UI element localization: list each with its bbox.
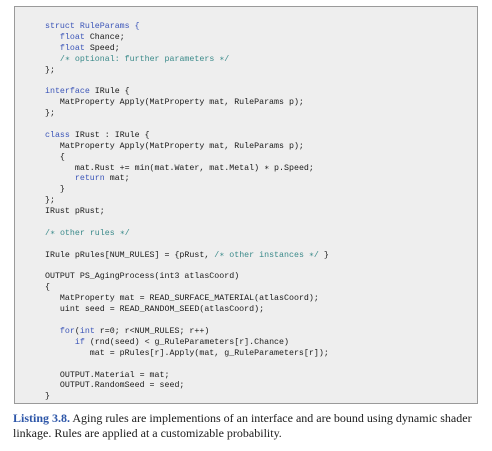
code-comment: /∗ other instances ∗/ xyxy=(214,250,319,260)
code-line: for(int r=0; r<NUM_RULES; r++) xyxy=(45,327,329,338)
code-text: MatProperty Apply(MatProperty mat, RuleP… xyxy=(45,141,304,151)
code-text: IRust pRust; xyxy=(45,207,105,217)
code-line: class IRust : IRule { xyxy=(45,131,329,142)
code-line: MatProperty mat = READ_SURFACE_MATERIAL(… xyxy=(45,294,329,305)
code-line: if (rnd(seed) < g_RuleParameters[r].Chan… xyxy=(45,338,329,349)
code-line: OUTPUT.Material = mat; xyxy=(45,371,329,382)
code-line: OUTPUT PS_AgingProcess(int3 atlasCoord) xyxy=(45,272,329,283)
code-keyword: float xyxy=(45,32,85,42)
code-text: Speed; xyxy=(84,43,120,53)
code-keyword: return xyxy=(45,174,105,184)
code-text: Chance; xyxy=(84,32,125,42)
code-listing-box: struct RuleParams { float Chance; float … xyxy=(14,6,478,404)
code-text: OUTPUT.Material = mat; xyxy=(45,370,170,380)
code-line: }; xyxy=(45,109,329,120)
code-keyword: struct RuleParams { xyxy=(45,22,140,31)
code-text: mat; xyxy=(104,174,130,184)
code-text: }; xyxy=(45,65,55,75)
code-text: { xyxy=(45,152,65,162)
code-line: struct RuleParams { xyxy=(45,22,329,33)
code-text: } xyxy=(45,185,65,195)
code-text: r=0; r<NUM_RULES; r++) xyxy=(94,326,210,336)
code-line: mat.Rust += min(mat.Water, mat.Metal) ∗ … xyxy=(45,164,329,175)
code-line: MatProperty Apply(MatProperty mat, RuleP… xyxy=(45,98,329,109)
code-listing: struct RuleParams { float Chance; float … xyxy=(45,22,329,403)
code-line: /∗ other rules ∗/ xyxy=(45,229,329,240)
code-comment: /∗ other rules ∗/ xyxy=(45,228,130,238)
code-line: float Chance; xyxy=(45,33,329,44)
code-text: } xyxy=(45,392,50,402)
code-text: uint seed = READ_RANDOM_SEED(atlasCoord)… xyxy=(45,305,265,315)
code-line xyxy=(45,120,329,131)
code-text: IRule { xyxy=(89,87,130,97)
code-line: } xyxy=(45,185,329,196)
code-line: IRule pRules[NUM_RULES] = {pRust, /∗ oth… xyxy=(45,251,329,262)
code-line: IRust pRust; xyxy=(45,207,329,218)
code-keyword: float xyxy=(45,43,85,53)
code-text: }; xyxy=(45,109,55,119)
code-line: OUTPUT.RandomSeed = seed; xyxy=(45,381,329,392)
code-line xyxy=(45,316,329,327)
code-text: { xyxy=(45,283,50,293)
code-text: MatProperty mat = READ_SURFACE_MATERIAL(… xyxy=(45,294,319,304)
code-line: /∗ optional: further parameters ∗/ xyxy=(45,55,329,66)
code-text: ( xyxy=(74,326,80,336)
code-line xyxy=(45,240,329,251)
code-keyword: class xyxy=(45,130,70,140)
code-text: OUTPUT PS_AgingProcess(int3 atlasCoord) xyxy=(45,272,240,282)
code-line: uint seed = READ_RANDOM_SEED(atlasCoord)… xyxy=(45,305,329,316)
code-keyword: interface xyxy=(45,87,90,97)
code-line xyxy=(45,360,329,371)
code-line: float Speed; xyxy=(45,44,329,55)
code-line xyxy=(45,76,329,87)
code-text: MatProperty Apply(MatProperty mat, RuleP… xyxy=(45,98,304,108)
listing-caption-text: Aging rules are implementions of an inte… xyxy=(13,411,472,440)
listing-label: Listing 3.8. xyxy=(13,411,71,425)
code-text: mat.Rust += min(mat.Water, mat.Metal) ∗ … xyxy=(45,163,314,173)
code-text: IRule pRules[NUM_RULES] = {pRust, xyxy=(45,250,215,260)
code-line: interface IRule { xyxy=(45,87,329,98)
code-keyword: if xyxy=(45,337,85,347)
code-line xyxy=(45,218,329,229)
code-line: }; xyxy=(45,66,329,77)
code-text: mat = pRules[r].Apply(mat, g_RuleParamet… xyxy=(45,348,329,358)
code-line: } xyxy=(45,392,329,403)
code-keyword: for xyxy=(45,326,75,336)
code-text: }; xyxy=(45,196,55,206)
code-keyword: int xyxy=(79,326,95,336)
listing-caption: Listing 3.8. Aging rules are implementio… xyxy=(13,411,485,441)
code-comment: /∗ optional: further parameters ∗/ xyxy=(45,54,230,64)
code-text: (rnd(seed) < g_RuleParameters[r].Chance) xyxy=(84,337,289,347)
code-text: OUTPUT.RandomSeed = seed; xyxy=(45,381,185,391)
code-line: { xyxy=(45,153,329,164)
code-line xyxy=(45,262,329,273)
code-text: IRust : IRule { xyxy=(69,130,150,140)
code-line: mat = pRules[r].Apply(mat, g_RuleParamet… xyxy=(45,349,329,360)
code-line: MatProperty Apply(MatProperty mat, RuleP… xyxy=(45,142,329,153)
code-line: return mat; xyxy=(45,174,329,185)
code-line: }; xyxy=(45,196,329,207)
code-text: } xyxy=(318,250,329,260)
code-line: { xyxy=(45,283,329,294)
